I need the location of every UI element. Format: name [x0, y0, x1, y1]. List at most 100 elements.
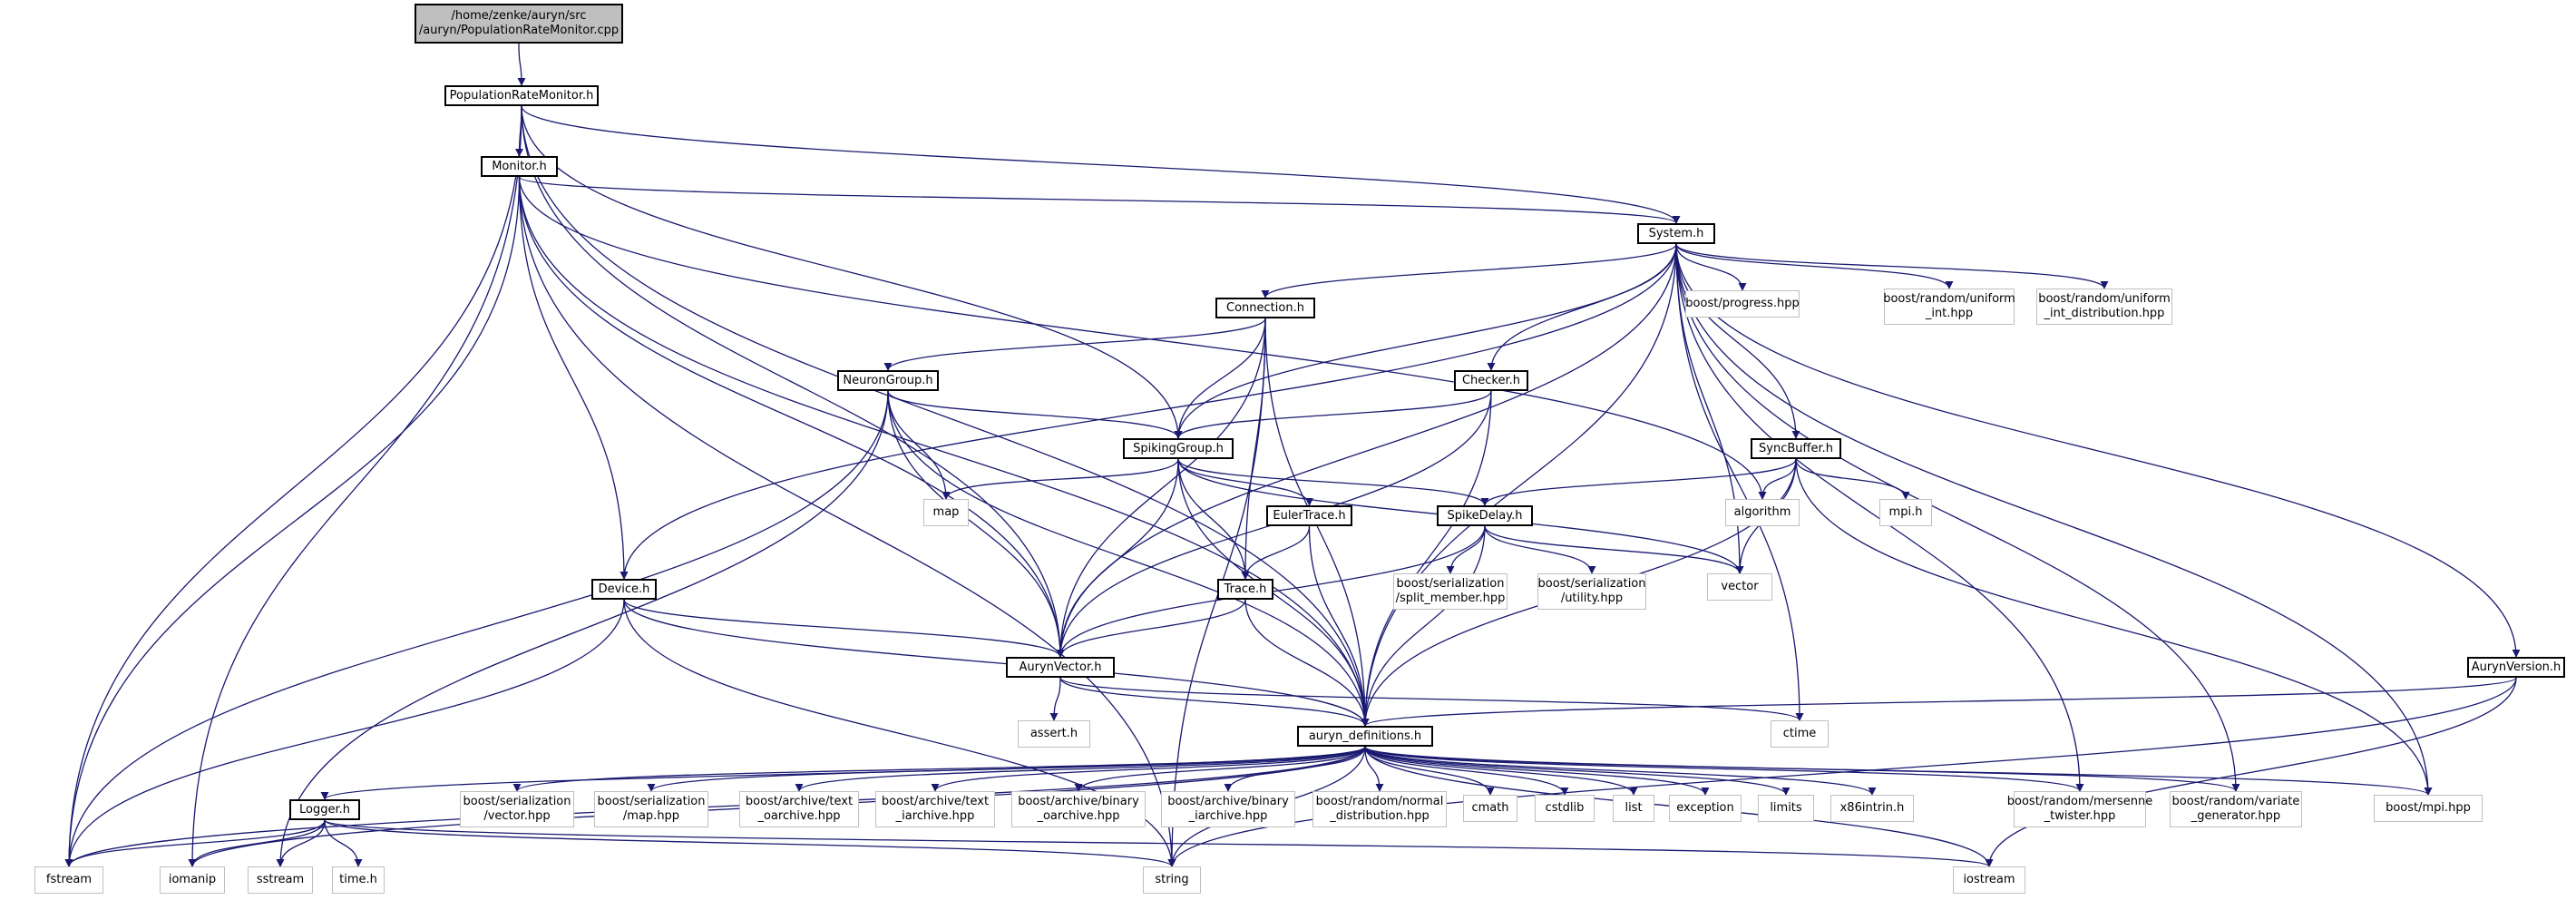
edge-device-to-aurynvector — [623, 599, 1065, 658]
edge-aurynvector-to-defs — [1059, 677, 1370, 727]
node-label: /auryn/PopulationRateMonitor.cpp — [418, 24, 620, 37]
edge-spikedelay-to-splitmember — [1446, 525, 1486, 574]
edge-neurongroup-to-sstream — [276, 390, 889, 867]
node-iostream: iostream — [1953, 866, 2025, 894]
node-string: string — [1143, 866, 1201, 894]
node-label: fstream — [45, 873, 93, 886]
node-spikinggroup[interactable]: SpikingGroup.h — [1123, 438, 1234, 459]
edge-defs-to-mersenne — [1364, 746, 2084, 792]
node-label: PopulationRateMonitor.h — [449, 88, 594, 103]
node-utility: boost/serialization/utility.hpp — [1537, 573, 1646, 610]
node-connection[interactable]: Connection.h — [1215, 298, 1315, 318]
node-device[interactable]: Device.h — [591, 579, 657, 600]
edge-eulertrace-to-defs — [1308, 525, 1370, 727]
edge-spikinggroup-to-trace — [1177, 458, 1250, 580]
node-label: map — [932, 505, 960, 519]
node-label: boost/random/uniform — [1883, 292, 2015, 306]
edge-connection-to-spikinggroup — [1174, 318, 1266, 439]
edge-aurynvector-to-ctime — [1059, 677, 1804, 721]
edge-spikedelay-to-utility — [1484, 525, 1596, 574]
edge-syncbuffer-to-spikedelay — [1480, 458, 1797, 506]
node-checker[interactable]: Checker.h — [1454, 370, 1528, 391]
edge-logger-to-iostream — [324, 819, 1994, 867]
node-label: limits — [1770, 801, 1802, 815]
edge-system-to-device — [620, 243, 1677, 580]
edge-syncbuffer-to-boostmpi — [1795, 458, 2433, 796]
node-label: iostream — [1963, 873, 2015, 886]
node-sermap: boost/serialization/map.hpp — [594, 791, 708, 827]
edge-spikedelay-to-defs — [1361, 525, 1486, 727]
edge-system-to-defs — [1361, 243, 1677, 727]
node-map: map — [923, 499, 969, 526]
node-syncbuffer[interactable]: SyncBuffer.h — [1751, 438, 1841, 459]
node-label: SpikingGroup.h — [1133, 441, 1224, 455]
edge-prm-to-spikinggroup — [521, 105, 1183, 439]
edge-system-to-uniint — [1675, 243, 1954, 289]
edge-checker-to-spikinggroup — [1174, 390, 1492, 439]
edge-syncbuffer-to-mpih — [1795, 458, 1910, 500]
edge-monitor-to-aurynvector — [518, 176, 1065, 658]
edge-defs-to-sermap — [647, 746, 1366, 792]
node-neurongroup[interactable]: NeuronGroup.h — [837, 370, 939, 391]
node-logger[interactable]: Logger.h — [289, 799, 360, 820]
node-label: /map.hpp — [622, 809, 680, 823]
node-system[interactable]: System.h — [1637, 223, 1715, 244]
node-servector: boost/serialization/vector.hpp — [460, 791, 574, 827]
edges-layer — [64, 43, 2521, 867]
edge-defs-to-fstream — [64, 746, 1366, 867]
node-label: _int_distribution.hpp — [2044, 307, 2165, 320]
node-list: list — [1613, 795, 1654, 822]
node-asserth: assert.h — [1018, 720, 1090, 748]
edge-defs-to-list — [1364, 746, 1638, 796]
edge-system-to-uniintdist — [1675, 243, 2109, 289]
edge-system-to-aurynversion — [1675, 243, 2521, 658]
node-aurynvector[interactable]: AurynVector.h — [1006, 657, 1115, 678]
node-label: auryn_definitions.h — [1308, 729, 1422, 743]
edge-system-to-progress — [1675, 243, 1747, 291]
node-defs[interactable]: auryn_definitions.h — [1297, 726, 1433, 747]
node-root[interactable]: /home/zenke/auryn/src/auryn/PopulationRa… — [415, 4, 623, 44]
node-iomanip: iomanip — [160, 866, 225, 894]
node-label: _generator.hpp — [2191, 809, 2281, 823]
edge-system-to-boostmpi — [1675, 243, 2433, 796]
edge-logger-to-sstream — [276, 819, 326, 867]
edge-spikinggroup-to-eulertrace — [1177, 458, 1314, 506]
edge-prm-to-iomanip — [188, 105, 522, 867]
node-x86intrin: x86intrin.h — [1830, 795, 1914, 822]
node-aurynversion[interactable]: AurynVersion.h — [2467, 657, 2565, 678]
node-label: boost/archive/text — [745, 795, 854, 808]
node-label: Monitor.h — [492, 159, 547, 173]
edge-trace-to-defs — [1244, 599, 1370, 727]
node-label: System.h — [1648, 226, 1704, 240]
node-trace[interactable]: Trace.h — [1217, 579, 1273, 600]
node-uniint: boost/random/uniform_int.hpp — [1883, 289, 2015, 325]
node-uniintdist: boost/random/uniform_int_distribution.hp… — [2036, 289, 2172, 325]
edge-neurongroup-to-map — [887, 390, 951, 500]
edge-device-to-defs — [623, 599, 1370, 727]
node-label: boost/archive/binary — [1167, 795, 1289, 808]
edge-monitor-to-system — [518, 176, 1681, 224]
node-label: boost/archive/text — [881, 795, 990, 808]
edge-defs-to-x86intrin — [1364, 746, 1877, 796]
node-prm[interactable]: PopulationRateMonitor.h — [444, 85, 599, 106]
node-label: _iarchive.hpp — [895, 809, 975, 823]
node-label: Trace.h — [1224, 582, 1267, 596]
edge-defs-to-cstdlib — [1364, 746, 1569, 796]
node-mersenne: boost/random/mersenne_twister.hpp — [2007, 791, 2152, 827]
node-eulertrace[interactable]: EulerTrace.h — [1266, 505, 1352, 526]
edge-system-to-syncbuffer — [1675, 243, 1800, 439]
edge-spikinggroup-to-spikedelay — [1177, 458, 1489, 506]
edge-logger-to-fstream — [64, 819, 326, 867]
node-label: boost/random/normal — [1315, 795, 1444, 808]
node-label: boost/serialization — [597, 795, 706, 808]
node-label: _distribution.hpp — [1330, 809, 1429, 823]
edge-prm-to-fstream — [64, 105, 522, 867]
node-label: vector — [1721, 580, 1759, 593]
node-label: boost/random/mersenne — [2006, 795, 2153, 808]
node-spikedelay[interactable]: SpikeDelay.h — [1437, 505, 1533, 526]
edge-system-to-ctime — [1675, 243, 1804, 721]
node-monitor[interactable]: Monitor.h — [481, 156, 558, 177]
node-label: EulerTrace.h — [1273, 508, 1346, 523]
node-ctime: ctime — [1771, 720, 1829, 748]
